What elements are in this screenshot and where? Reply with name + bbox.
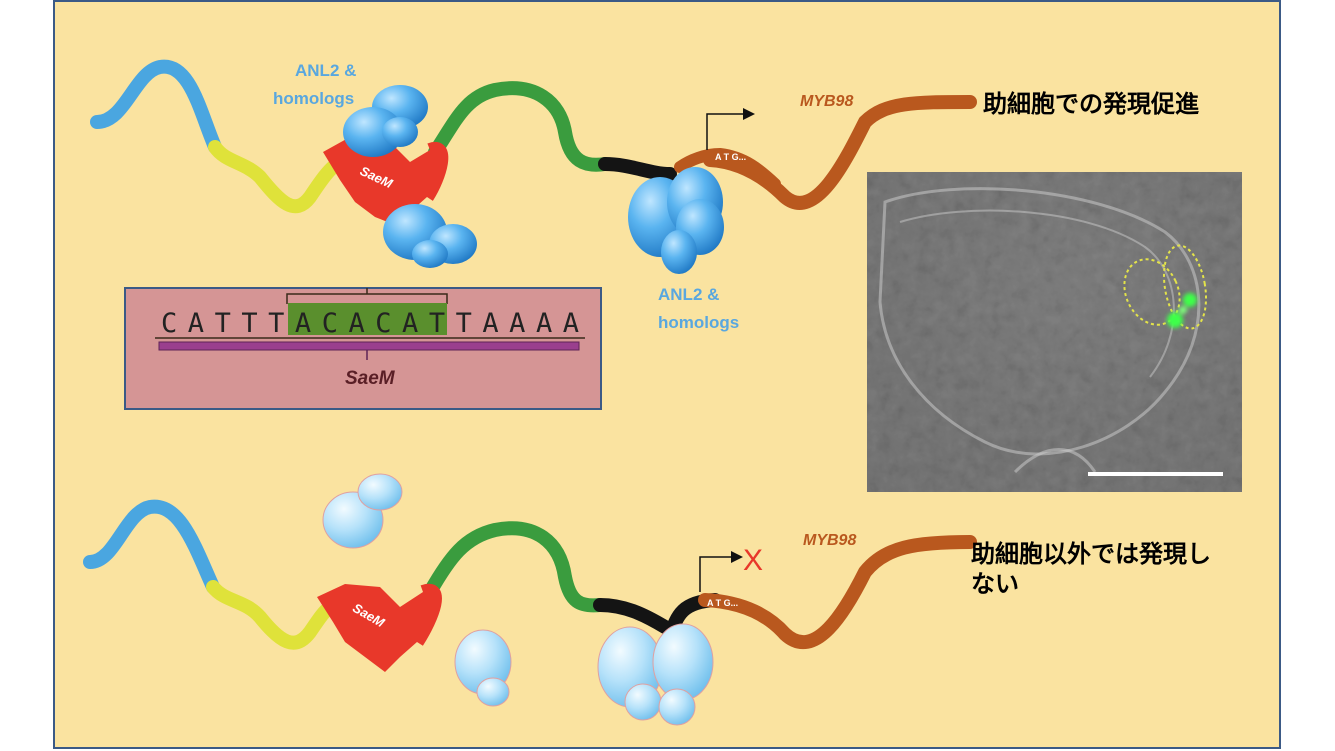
top-protein-label-line2: homologs xyxy=(273,89,354,108)
blocked-mark: X xyxy=(743,544,763,577)
sequence-box: CATTTACACATTAAAA SaeM xyxy=(124,287,602,410)
top-protein2-label-line1: ANL2 & xyxy=(658,285,719,304)
bottom-dna-yellow-segment xyxy=(206,580,337,650)
free-protein-1 xyxy=(322,473,403,549)
top-atg-label: A T G... xyxy=(715,152,746,162)
top-protein-label-line1: ANL2 & xyxy=(295,61,356,80)
scale-bar xyxy=(1088,472,1223,476)
bottom-dna-green-segment xyxy=(423,521,607,613)
gfp-signal xyxy=(1167,293,1197,328)
bottom-result-line1: 助細胞以外では発現し xyxy=(971,540,1211,568)
slide: A T G... SaeM ANL2 & homologs ANL2 & hom… xyxy=(53,0,1281,749)
bottom-atg-label: A T G... xyxy=(707,598,738,608)
sequence-motif-label: SaeM xyxy=(345,368,396,389)
diagram-canvas: A T G... SaeM ANL2 & homologs ANL2 & hom… xyxy=(83,59,1242,726)
bottom-dna-strand xyxy=(83,499,977,650)
top-dna-green-segment xyxy=(428,81,612,172)
bottom-transcription-arrow xyxy=(699,551,743,592)
top-atg-strand xyxy=(674,147,781,190)
bottom-dna-blue-segment xyxy=(83,499,220,594)
top-protein-upper xyxy=(343,85,428,157)
motif-bracket xyxy=(158,341,580,351)
bottom-result-line2: ない xyxy=(971,570,1019,598)
bottom-gene-orange-segment xyxy=(698,535,977,649)
free-protein-2 xyxy=(454,629,512,707)
bottom-dna-black-segment xyxy=(593,598,672,634)
bottom-gene-label: MYB98 xyxy=(803,532,856,549)
microscopy-image xyxy=(867,172,1242,492)
synergid-cell-outline-1 xyxy=(1123,258,1181,326)
top-transcription-arrow xyxy=(706,108,755,150)
top-dna-blue-segment xyxy=(90,59,222,154)
top-protein2-label-line2: homologs xyxy=(658,313,739,332)
top-dna-strand xyxy=(90,59,977,214)
promoter-protein-pale xyxy=(597,623,714,726)
bottom-saem-motif: SaeM xyxy=(317,583,442,672)
highlight-bracket xyxy=(286,288,448,304)
top-gene-label: MYB98 xyxy=(800,93,853,110)
highlight-region xyxy=(288,303,447,335)
top-protein-lower xyxy=(383,204,477,268)
top-result-text: 助細胞での発現促進 xyxy=(983,90,1199,118)
top-dna-black-segment xyxy=(598,157,677,181)
synergid-cell-outline-2 xyxy=(1162,244,1208,330)
top-dna-yellow-segment xyxy=(208,140,347,214)
top-protein-promoter xyxy=(628,167,724,274)
